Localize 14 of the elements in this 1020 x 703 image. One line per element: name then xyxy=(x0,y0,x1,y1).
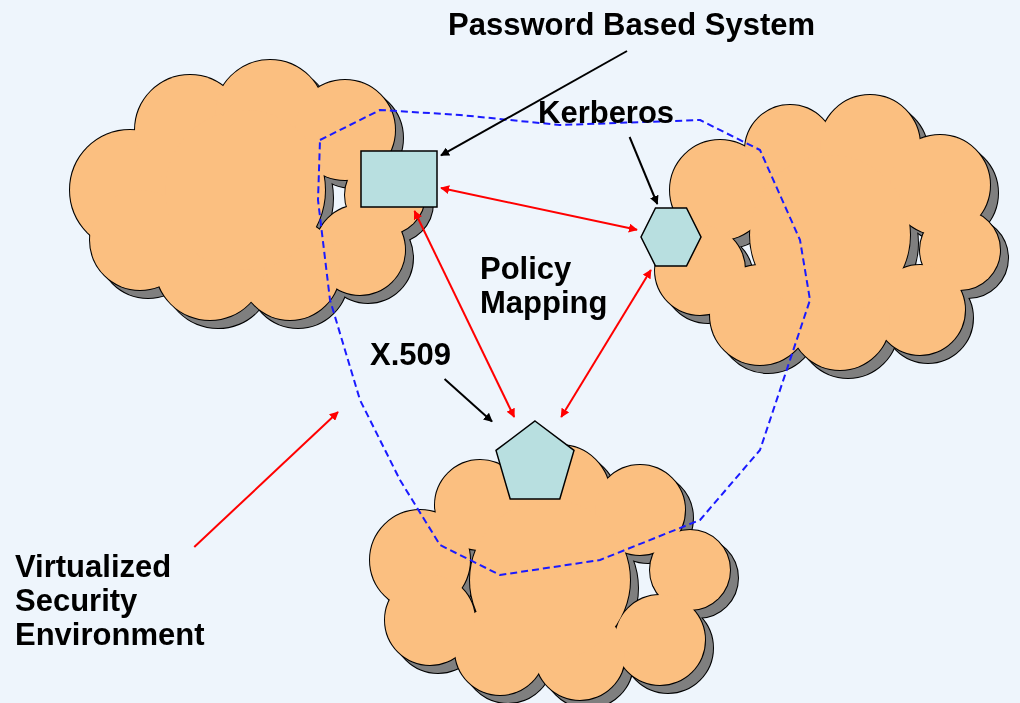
shape-label: Virtualized Security Environment xyxy=(15,550,250,652)
square-shape xyxy=(360,150,438,208)
shape-label: X.509 xyxy=(370,338,470,372)
shape-label: Password Based System xyxy=(448,8,888,42)
arrow xyxy=(440,50,629,157)
arrow xyxy=(193,411,339,548)
arrow xyxy=(443,378,493,423)
shape-label: Kerberos xyxy=(538,96,703,130)
diagram-label: Policy Mapping xyxy=(480,252,609,320)
double-arrow xyxy=(560,269,652,418)
arrow xyxy=(628,136,659,205)
double-arrow xyxy=(440,185,638,233)
double-arrow xyxy=(413,210,516,418)
hexagon-shape xyxy=(640,207,702,267)
